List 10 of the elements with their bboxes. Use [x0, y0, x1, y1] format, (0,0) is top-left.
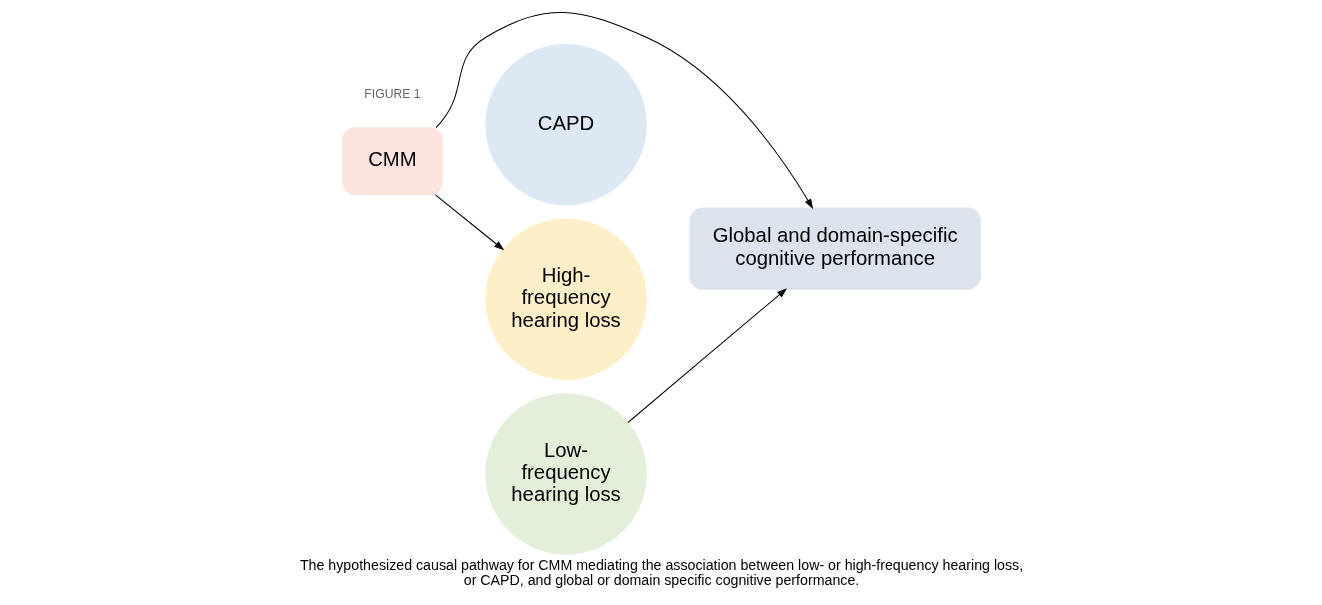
node-circle: High- frequency hearing loss: [484, 218, 647, 380]
node-circle: CAPD: [484, 43, 647, 206]
node-circle: Low- frequency hearing loss: [484, 393, 647, 555]
node-box: Global and domain-specific cognitive performance: [688, 207, 981, 290]
node-box: CMM: [341, 127, 443, 196]
arrow: [627, 288, 787, 423]
arrow: [434, 194, 504, 251]
label: FIGURE 1: [363, 87, 420, 102]
arrow: [434, 12, 813, 210]
caption: The hypothesized causal pathway for CMM mediating the association between low- or high-frequency hearing loss, or CAPD, and global or domain specific cognitive performance.: [299, 556, 1023, 588]
